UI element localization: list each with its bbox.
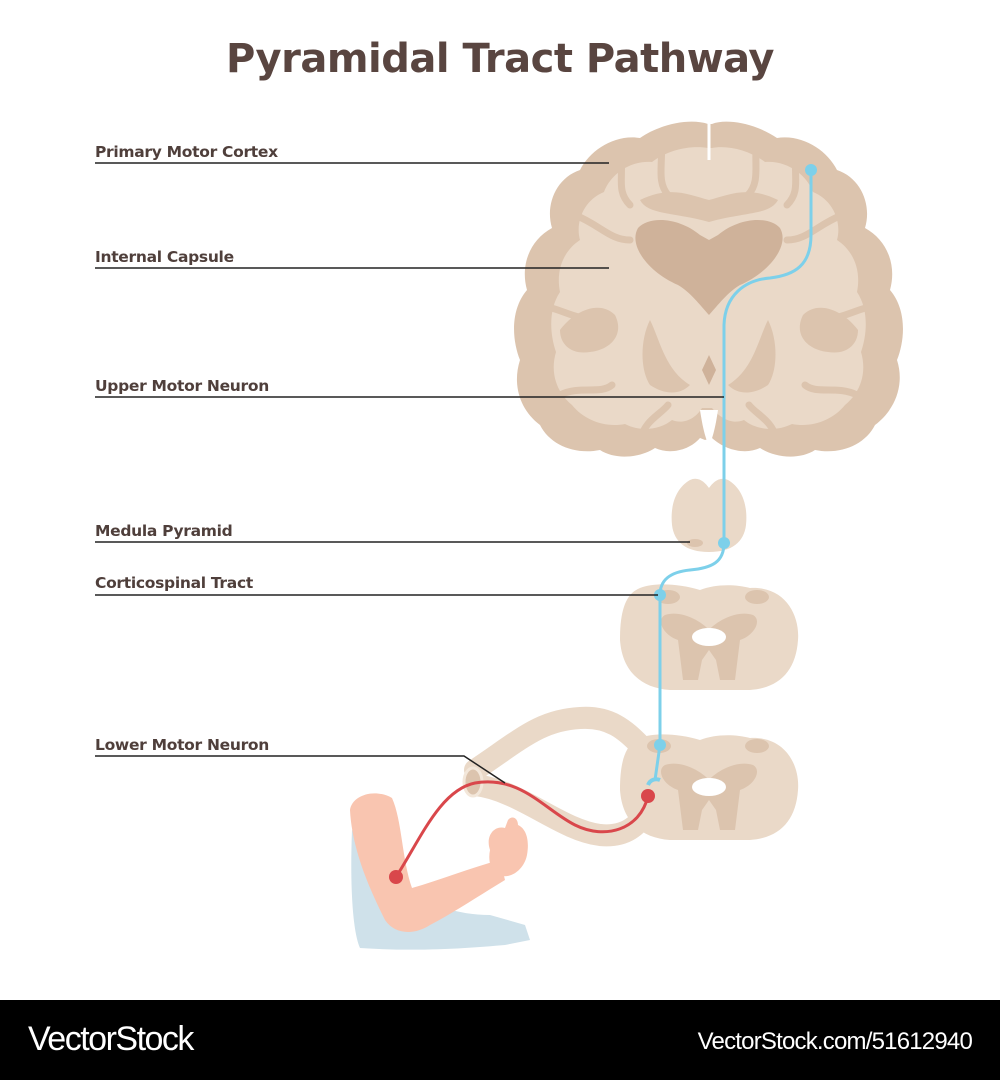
leader-lower-motor-neuron [95, 755, 506, 784]
spinal-cord-section-lower [620, 734, 799, 840]
page-title: Pyramidal Tract Pathway [226, 36, 775, 82]
watermark-footer: VectorStock VectorStock.com/51612940 [0, 1000, 1000, 1080]
medulla [671, 478, 747, 552]
arm-illustration [350, 793, 530, 950]
medulla-pyramid-spot [687, 539, 703, 547]
corticospinal-neuron-dot [654, 589, 666, 601]
watermark-brand: VectorStock [28, 1020, 194, 1058]
leader-lines [95, 162, 724, 784]
pyramidal-tract-illustration [95, 121, 903, 950]
lower-motor-neuron-pathway [389, 780, 655, 884]
fist [488, 817, 528, 877]
cortex-neuron-dot [805, 164, 817, 176]
upper-motor-neuron-pathway [646, 164, 817, 786]
label-primary-motor-cortex: Primary Motor Cortex [95, 143, 278, 161]
label-internal-capsule: Internal Capsule [95, 248, 234, 266]
medulla-neuron-dot [718, 537, 730, 549]
label-lower-motor-neuron: Lower Motor Neuron [95, 736, 270, 754]
arm-skin [350, 793, 505, 932]
lower-cord-neuron-dot [654, 739, 666, 751]
brain-coronal-section [514, 121, 903, 457]
watermark-url: VectorStock.com/51612940 [697, 1028, 973, 1055]
label-corticospinal-tract: Corticospinal Tract [95, 574, 253, 592]
spinal-cord-section-upper [620, 584, 799, 690]
spinal-motor-neuron-dot [641, 789, 655, 803]
muscle-endpoint-dot [389, 870, 403, 884]
label-medula-pyramid: Medula Pyramid [95, 522, 233, 540]
label-upper-motor-neuron: Upper Motor Neuron [95, 377, 269, 395]
